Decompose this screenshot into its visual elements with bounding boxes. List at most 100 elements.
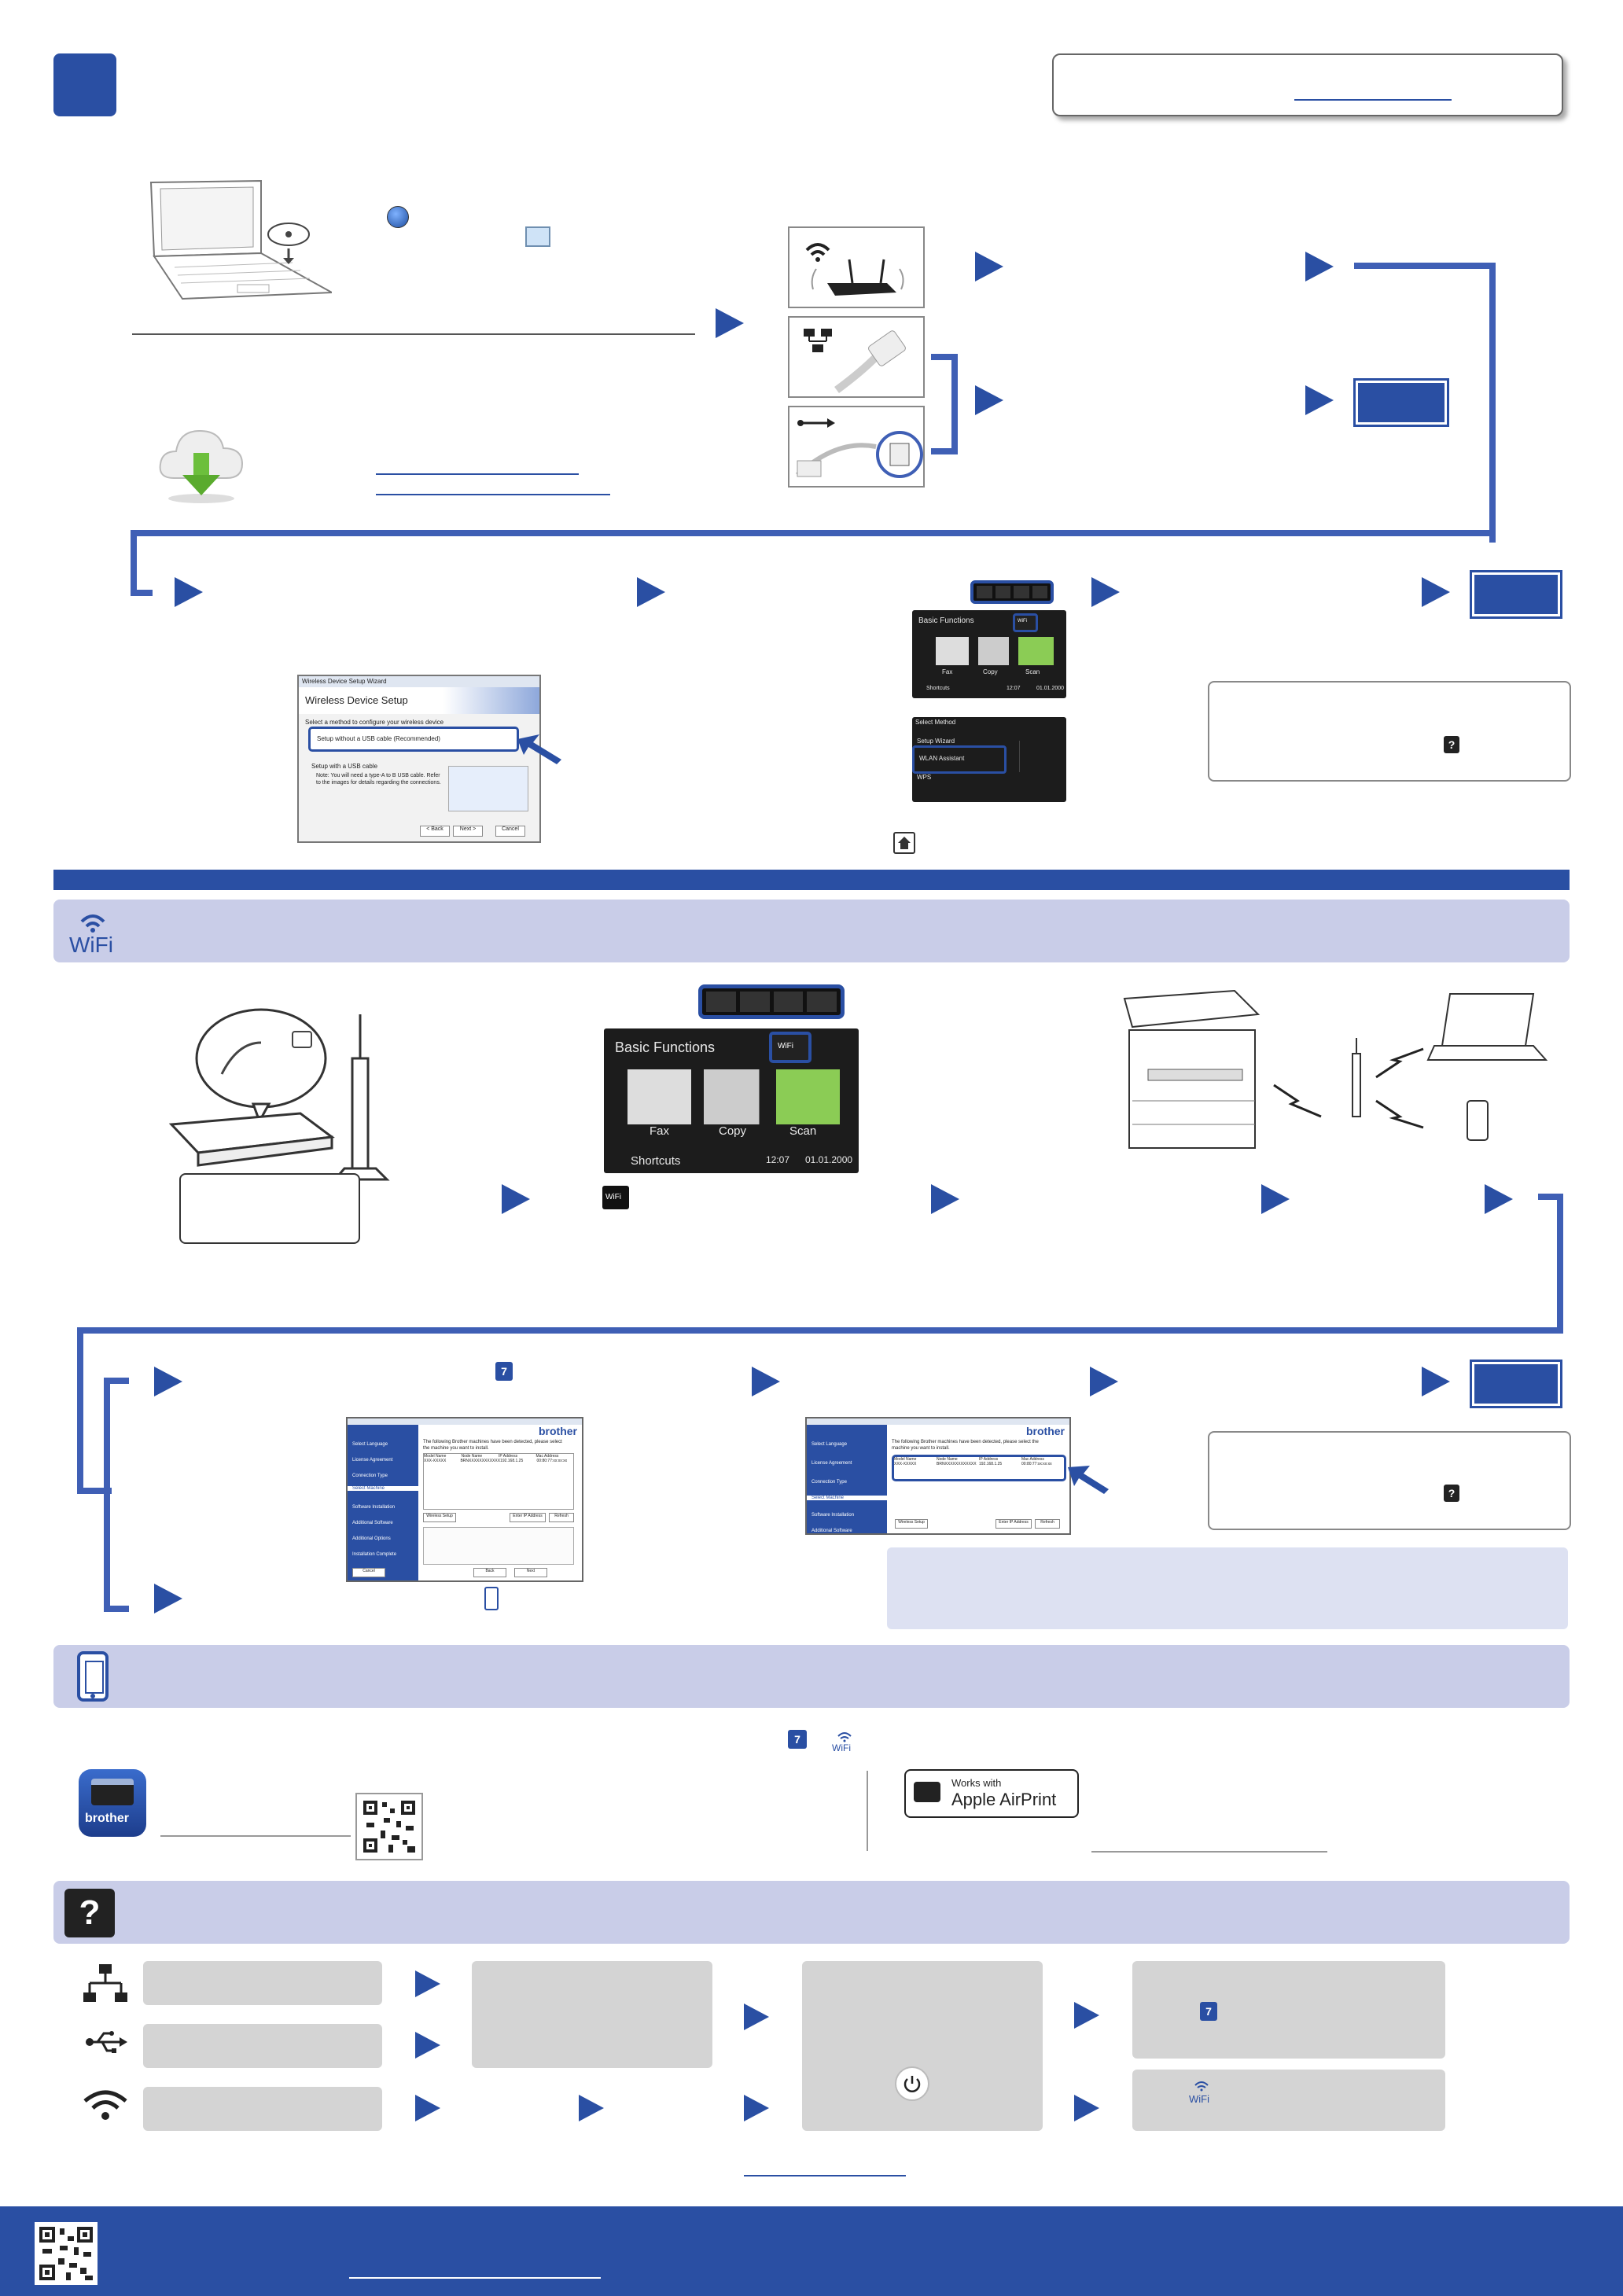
wireless-router-thumb — [788, 226, 925, 308]
screen-scan[interactable]: Scan — [1025, 668, 1040, 675]
dialog-back-button[interactable]: < Back — [420, 826, 450, 837]
dialog-cancel-button[interactable]: Cancel — [495, 826, 525, 837]
brother-app-icon[interactable]: brother — [79, 1769, 146, 1837]
select-method-item1[interactable]: Setup Wizard — [917, 738, 955, 745]
arrow-wifi-2 — [931, 1184, 959, 1214]
mobile-band-icon — [77, 1651, 109, 1702]
wifi-button-icon: WiFi — [602, 1186, 629, 1209]
arrow-row2-1 — [175, 577, 203, 607]
footer-qr-code-icon — [35, 2222, 98, 2285]
download-link-2[interactable] — [376, 494, 610, 495]
wifi-icon — [977, 586, 992, 598]
installer2-selected-row[interactable]: Model Name Node Name IP Address Mac Addr… — [892, 1455, 1066, 1481]
mobile-divider — [867, 1771, 868, 1851]
table-cell: 00:80:77:xx:xx:xx — [1021, 1462, 1052, 1466]
installer-sidebar-item: Connection Type — [352, 1474, 388, 1478]
note-panel — [887, 1547, 1568, 1629]
arrow-trouble-1 — [415, 1970, 440, 1997]
wifi-icon — [773, 992, 804, 1012]
installer-sidebar-item: Additional Options — [352, 1536, 391, 1541]
usb-icon — [85, 2029, 127, 2055]
select-method-item3[interactable]: WPS — [917, 774, 932, 781]
col-header: Node Name — [937, 1457, 958, 1462]
finish-box-wireless — [1470, 570, 1562, 619]
wifi-button-label: WiFi — [605, 1193, 621, 1201]
installer-refresh-button[interactable]: Refresh — [549, 1513, 574, 1522]
arrow-trouble-3 — [415, 2095, 440, 2121]
arrow-wifi-1 — [502, 1184, 530, 1214]
big-screen-copy[interactable]: Copy — [719, 1124, 747, 1138]
finish-box-wired — [1353, 378, 1449, 427]
installer-ip-button[interactable]: Enter IP Address — [510, 1513, 546, 1522]
header-link[interactable] — [1294, 99, 1452, 101]
trouble-box-usb — [143, 2024, 382, 2068]
select-method-title: Select Method — [915, 719, 956, 726]
screen-wifi-button[interactable]: WiFi — [1013, 613, 1038, 632]
screen-wifi-label: WiFi — [1018, 619, 1027, 624]
support-link[interactable] — [744, 2175, 906, 2176]
screen-shortcuts[interactable]: Shortcuts — [926, 686, 950, 691]
wifi-icon — [807, 992, 837, 1012]
big-screen-wifi-button[interactable]: WiFi — [769, 1032, 812, 1063]
installer-next-button[interactable]: Next — [514, 1568, 547, 1577]
arrow-wifi-row2-2 — [752, 1367, 780, 1396]
connector-wifi-5 — [77, 1488, 112, 1494]
arrow-wired — [975, 385, 1003, 415]
footer-link[interactable] — [349, 2277, 601, 2279]
question-icon-large: ? — [64, 1889, 115, 1937]
table2-row[interactable]: XXX-XXXXX BRNXXXXXXXXXXXX 192.168.1.25 0… — [894, 1462, 1064, 1466]
installer-cancel-button[interactable]: Cancel — [352, 1568, 385, 1577]
question-icon[interactable]: ? — [1444, 1485, 1459, 1502]
installer2-sidebar: Select Language License Agreement Connec… — [807, 1425, 887, 1533]
arrow-wifi-row2-1 — [154, 1367, 182, 1396]
select-method-item2[interactable]: WLAN Assistant — [912, 745, 1007, 774]
arrow-trouble-5 — [744, 2003, 769, 2030]
connector-wifi-3 — [77, 1327, 1563, 1334]
dialog-banner: Wireless Device Setup — [299, 687, 539, 714]
usb-thumb — [788, 406, 925, 488]
col-header: Model Name — [424, 1454, 447, 1459]
dialog-usb-image — [448, 766, 528, 811]
wifi-band: WiFi — [53, 900, 1570, 962]
screen-fax[interactable]: Fax — [942, 668, 953, 675]
download-link-1[interactable] — [376, 473, 579, 475]
installer2-ip-button[interactable]: Enter IP Address — [996, 1519, 1032, 1529]
col-header: Mac Address — [1021, 1457, 1044, 1462]
arrow-wired-2 — [1305, 385, 1334, 415]
installer-back-button[interactable]: Back — [473, 1568, 506, 1577]
table-cell: BRNXXXXXXXXXXXX — [460, 1459, 501, 1463]
arrow-wifi-row2-3 — [1090, 1367, 1118, 1396]
screen-copy[interactable]: Copy — [983, 668, 998, 675]
arrow-row2-3 — [1091, 577, 1120, 607]
table-row[interactable]: XXX-XXXXX BRNXXXXXXXXXXXX 192.168.1.25 0… — [424, 1459, 573, 1463]
installer2-refresh-button[interactable]: Refresh — [1035, 1519, 1060, 1529]
select-method-screen: Select Method Setup Wizard WLAN Assistan… — [912, 717, 1066, 802]
airprint-printer-icon — [914, 1782, 940, 1802]
dialog-option1[interactable]: Setup without a USB cable (Recommended) — [308, 727, 519, 752]
big-screen-scan[interactable]: Scan — [789, 1124, 817, 1138]
installer-sidebar-item: Select Language — [352, 1442, 388, 1447]
dialog-option2-note: Note: You will need a type-A to B USB ca… — [316, 773, 441, 786]
access-point-illustration — [167, 1003, 403, 1247]
wireless-setup-dialog: Wireless Device Setup Wizard Wireless De… — [297, 675, 541, 843]
trouble-box-repeat: 7 — [1132, 1961, 1445, 2059]
app-link-underline[interactable] — [160, 1835, 351, 1837]
airprint-brand: Apple AirPrint — [951, 1790, 1057, 1809]
installer-wireless-setup-button[interactable]: Wireless Setup — [423, 1513, 456, 1522]
big-screen-shortcuts[interactable]: Shortcuts — [631, 1154, 681, 1168]
big-screen-fax[interactable]: Fax — [650, 1124, 670, 1138]
question-icon[interactable]: ? — [1444, 736, 1459, 753]
table2-header: Model Name Node Name IP Address Mac Addr… — [894, 1457, 1064, 1462]
badge-seven-mobile: 7 — [788, 1730, 807, 1749]
dialog-option2[interactable]: Setup with a USB cable — [311, 763, 378, 770]
dialog-titlebar: Wireless Device Setup Wizard — [299, 676, 539, 687]
connector-wifi-1 — [1538, 1194, 1563, 1200]
power-icon[interactable] — [895, 2066, 929, 2101]
installer-sidebar-item: Additional Software — [352, 1521, 393, 1525]
dialog-next-button[interactable]: Next > — [453, 826, 483, 837]
installer2-wireless-setup-button[interactable]: Wireless Setup — [895, 1519, 928, 1529]
wifi-icon-strip-small — [970, 580, 1054, 604]
arrow-trouble-2 — [415, 2032, 440, 2059]
wifi-icon — [706, 992, 736, 1012]
airprint-link[interactable] — [1091, 1851, 1327, 1853]
